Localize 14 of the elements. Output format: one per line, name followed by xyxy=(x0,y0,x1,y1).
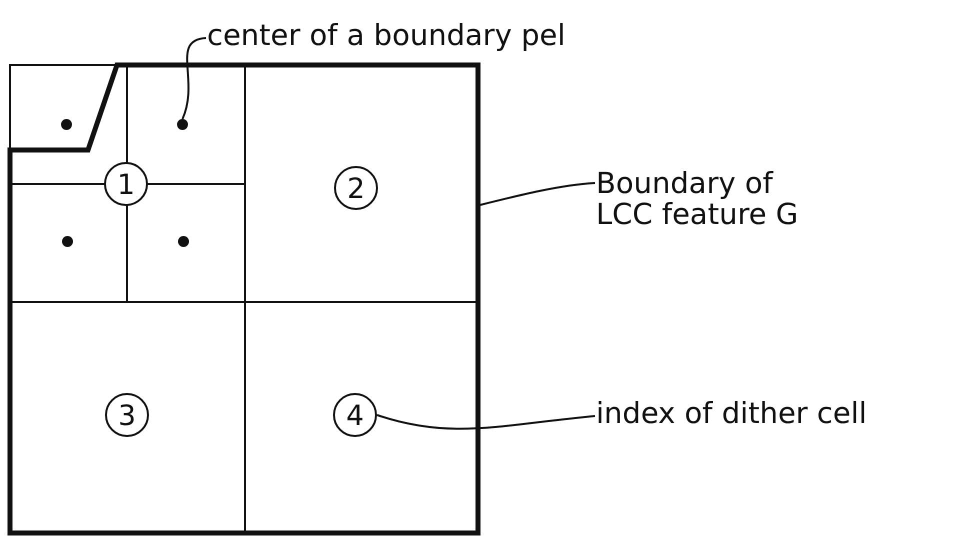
callout-text: Boundary of LCC feature G xyxy=(596,168,836,234)
pel-center-dot xyxy=(177,119,188,130)
leader-line xyxy=(376,414,596,430)
leader-line xyxy=(480,182,596,206)
callout-text: center of a boundary pel xyxy=(207,20,627,56)
pel-center-dot xyxy=(178,236,189,247)
leader-line xyxy=(182,37,206,120)
cell-index-circle: 3 xyxy=(105,393,149,437)
callout-text: index of dither cell xyxy=(596,398,926,434)
cell-index-circle: 2 xyxy=(334,166,378,210)
pel-center-dot xyxy=(61,119,72,130)
cell-index-circle: 1 xyxy=(104,162,148,206)
cell-index-circle: 4 xyxy=(333,393,377,437)
pel-center-dot xyxy=(62,236,73,247)
